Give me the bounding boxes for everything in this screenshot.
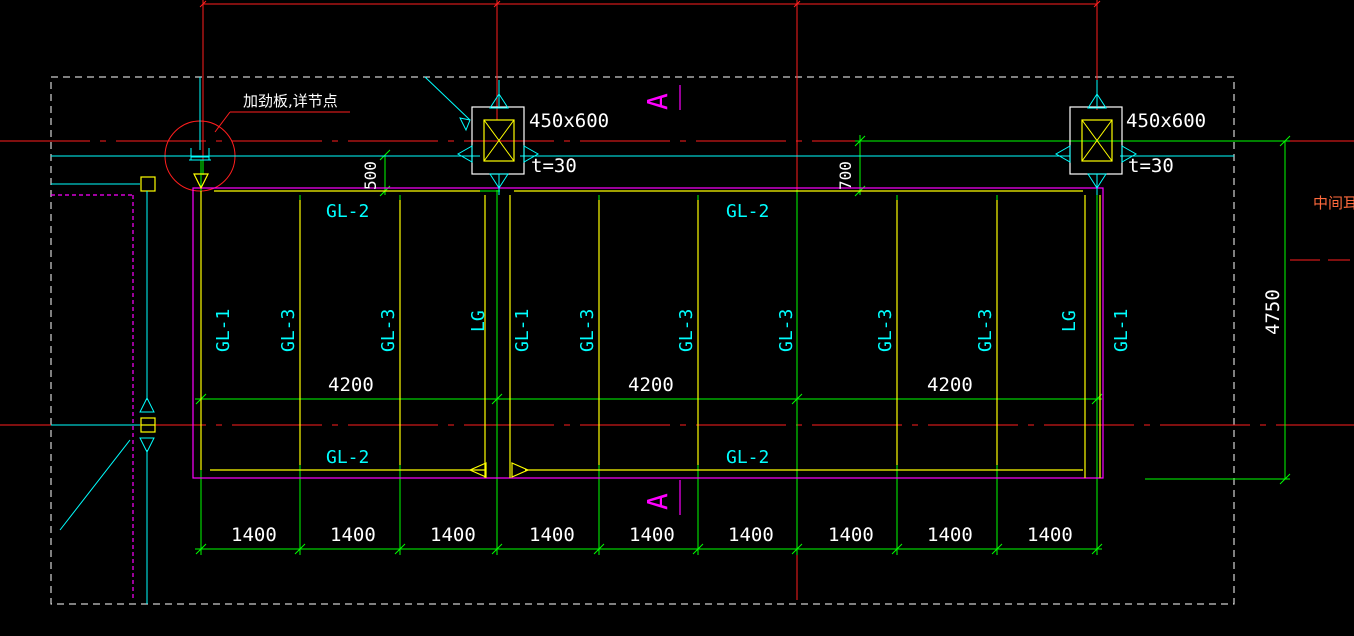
beam-label-gl1-1: GL-1 [213,309,234,352]
dim-span-3: 4200 [927,374,973,396]
dim-subspan-2: 1400 [330,524,376,546]
section-mark-top-letter: A [641,93,674,110]
dim-subspan-5: 1400 [629,524,675,546]
cyan-lines [51,76,1234,604]
dim-subspan-9: 1400 [1027,524,1073,546]
plate-thickness-right: t=30 [1128,155,1174,177]
beam-label-gl3-7: GL-3 [975,309,996,352]
yellow-beams [140,173,1101,478]
dim-span-1: 4200 [328,374,374,396]
beam-label-gl1-3: GL-1 [1111,309,1132,352]
beam-label-lg-1: LG [468,310,489,332]
dim-span-2: 4200 [628,374,674,396]
dim-subspan-1: 1400 [231,524,277,546]
dim-height-4750: 4750 [1262,289,1284,335]
dim-subspan-4: 1400 [529,524,575,546]
top-dimension-chain [199,0,1101,8]
column-size-right: 450x600 [1126,110,1206,132]
column-left [456,80,540,195]
beam-label-gl3-6: GL-3 [875,309,896,352]
beam-label-gl1-2: GL-1 [512,309,533,352]
beam-label-gl2-top-right: GL-2 [726,201,769,222]
beam-label-gl2-bottom-left: GL-2 [326,447,369,468]
section-mark-bottom-letter: A [641,493,674,510]
dim-offset-500: 500 [361,161,380,190]
red-grid-lines [0,0,1354,600]
beam-label-gl3-3: GL-3 [577,309,598,352]
beam-label-gl3-1: GL-3 [278,309,299,352]
column-size-left: 450x600 [529,110,609,132]
plate-thickness-left: t=30 [531,155,577,177]
dim-subspan-7: 1400 [828,524,874,546]
side-note: 中间耳板 [1313,194,1354,212]
dim-subspan-8: 1400 [927,524,973,546]
column-right [1054,80,1138,195]
beam-label-lg-2: LG [1059,310,1080,332]
beam-label-gl2-top-left: GL-2 [326,201,369,222]
magenta-outline [51,187,1104,600]
dim-subspan-3: 1400 [430,524,476,546]
dashed-boundary [50,76,1235,605]
dim-subspan-6: 1400 [728,524,774,546]
beam-label-gl2-bottom-right: GL-2 [726,447,769,468]
beam-label-gl3-5: GL-3 [776,309,797,352]
dim-offset-700: 700 [836,161,855,190]
stiffener-note: 加劲板,详节点 [243,92,338,110]
beam-label-gl3-4: GL-3 [676,309,697,352]
beam-label-gl3-2: GL-3 [378,309,399,352]
